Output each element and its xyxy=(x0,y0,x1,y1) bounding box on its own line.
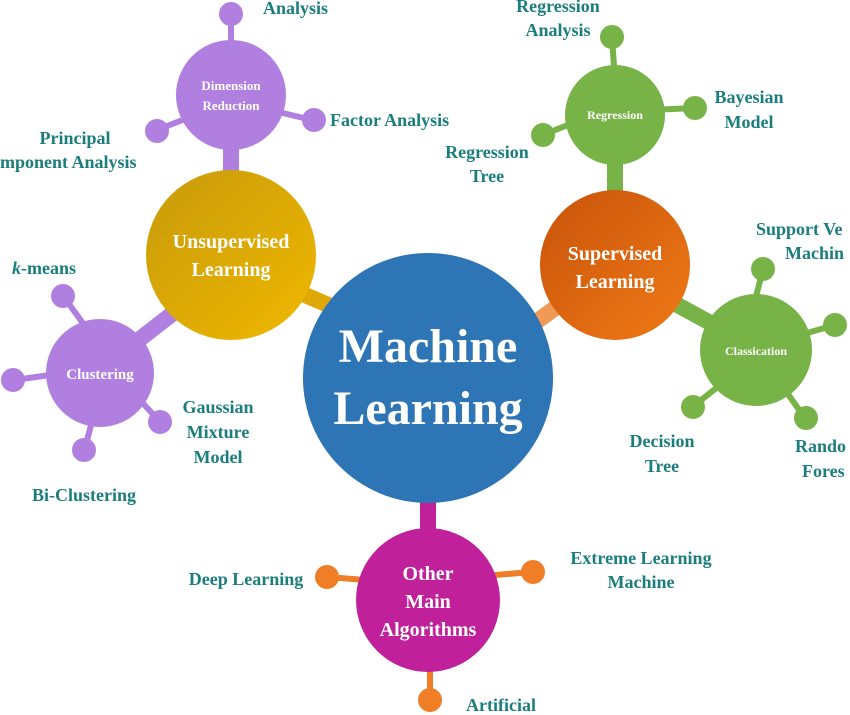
center-line2: Learning xyxy=(333,382,522,435)
node-machine-learning: Machine Learning xyxy=(303,253,553,503)
dot-biclustering xyxy=(72,438,96,462)
other-line3: Algorithms xyxy=(380,619,477,641)
dimension-line2: Reduction xyxy=(202,98,260,113)
supervised-line1: Supervised xyxy=(568,243,662,265)
node-clustering: Clustering xyxy=(46,319,154,427)
supervised-line2: Learning xyxy=(576,271,655,293)
dot-regression-tree xyxy=(531,123,555,147)
center-line1: Machine xyxy=(339,320,518,373)
label-elm-2: Machine xyxy=(608,572,675,592)
label-kmeans-k: k xyxy=(12,258,21,278)
dot-clustering-left xyxy=(1,368,25,392)
dot-elm xyxy=(521,560,545,584)
label-bayesian-1: Bayesian xyxy=(714,87,783,107)
label-decision-tree-1: Decision xyxy=(630,431,695,451)
dot-deep-learning xyxy=(315,565,339,589)
label-bayesian-2: Model xyxy=(725,112,774,132)
dot-svm xyxy=(751,257,775,281)
dot-kmeans xyxy=(51,284,75,308)
other-line1: Other xyxy=(402,563,453,585)
node-supervised-circle xyxy=(540,190,690,340)
node-unsupervised-circle xyxy=(146,170,316,340)
label-random-forest-2: Fores xyxy=(802,461,845,481)
label-kmeans-rest: -means xyxy=(21,258,76,278)
label-gaussian-3: Model xyxy=(194,447,243,467)
label-regression-tree-1: Regression xyxy=(445,142,529,162)
node-classification-circle xyxy=(700,294,812,406)
node-other-circle xyxy=(356,528,500,672)
dot-analysis xyxy=(219,2,243,26)
label-gaussian-1: Gaussian xyxy=(182,397,253,417)
label-pca-1: Principal xyxy=(40,128,111,148)
node-other-algorithms: Other Main Algorithms xyxy=(356,528,500,672)
label-analysis-top: Analysis xyxy=(263,0,328,18)
dot-factor-analysis xyxy=(302,108,326,132)
dot-random-forest xyxy=(794,406,818,430)
node-classification: Classication xyxy=(700,294,812,406)
unsupervised-line2: Learning xyxy=(192,259,271,281)
node-dimension-reduction-circle xyxy=(176,40,286,150)
clustering-label: Clustering xyxy=(66,367,134,383)
regression-label: Regression xyxy=(587,108,643,122)
label-biclustering: Bi-Clustering xyxy=(32,485,136,505)
node-unsupervised: Unsupervised Learning xyxy=(146,170,316,340)
node-regression: Regression xyxy=(565,65,665,165)
label-gaussian-2: Mixture xyxy=(187,422,250,442)
dot-regression-analysis xyxy=(600,25,624,49)
dimension-line1: Dimension xyxy=(201,78,261,93)
label-deep-learning: Deep Learning xyxy=(189,569,304,589)
dot-gaussian xyxy=(148,410,172,434)
other-line2: Main xyxy=(405,591,451,613)
label-regression-analysis-2: Analysis xyxy=(525,20,590,40)
label-artificial: Artificial xyxy=(466,695,536,715)
label-regression-analysis-1: Regression xyxy=(516,0,600,16)
dot-pca xyxy=(145,119,169,143)
node-center-circle xyxy=(303,253,553,503)
label-elm-1: Extreme Learning xyxy=(570,548,711,568)
label-regression-tree-2: Tree xyxy=(470,166,504,186)
label-decision-tree-2: Tree xyxy=(645,456,679,476)
dot-artificial xyxy=(418,688,442,712)
dot-decision-tree xyxy=(681,395,705,419)
unsupervised-line1: Unsupervised xyxy=(173,231,290,253)
node-clustering-circle xyxy=(46,319,154,427)
node-dimension-reduction: Dimension Reduction xyxy=(176,40,286,150)
label-factor-analysis: Factor Analysis xyxy=(330,110,449,130)
label-random-forest-1: Rando xyxy=(795,436,846,456)
label-kmeans: k-means xyxy=(12,258,76,278)
label-svm-1: Support Ve xyxy=(756,219,843,239)
dot-classification-right xyxy=(823,313,847,337)
dot-bayesian xyxy=(683,96,707,120)
node-regression-circle xyxy=(565,65,665,165)
classification-label: Classication xyxy=(725,344,787,358)
node-supervised: Supervised Learning xyxy=(540,190,690,340)
label-svm-2: Machin xyxy=(785,243,844,263)
label-pca-2: mponent Analysis xyxy=(0,152,137,172)
